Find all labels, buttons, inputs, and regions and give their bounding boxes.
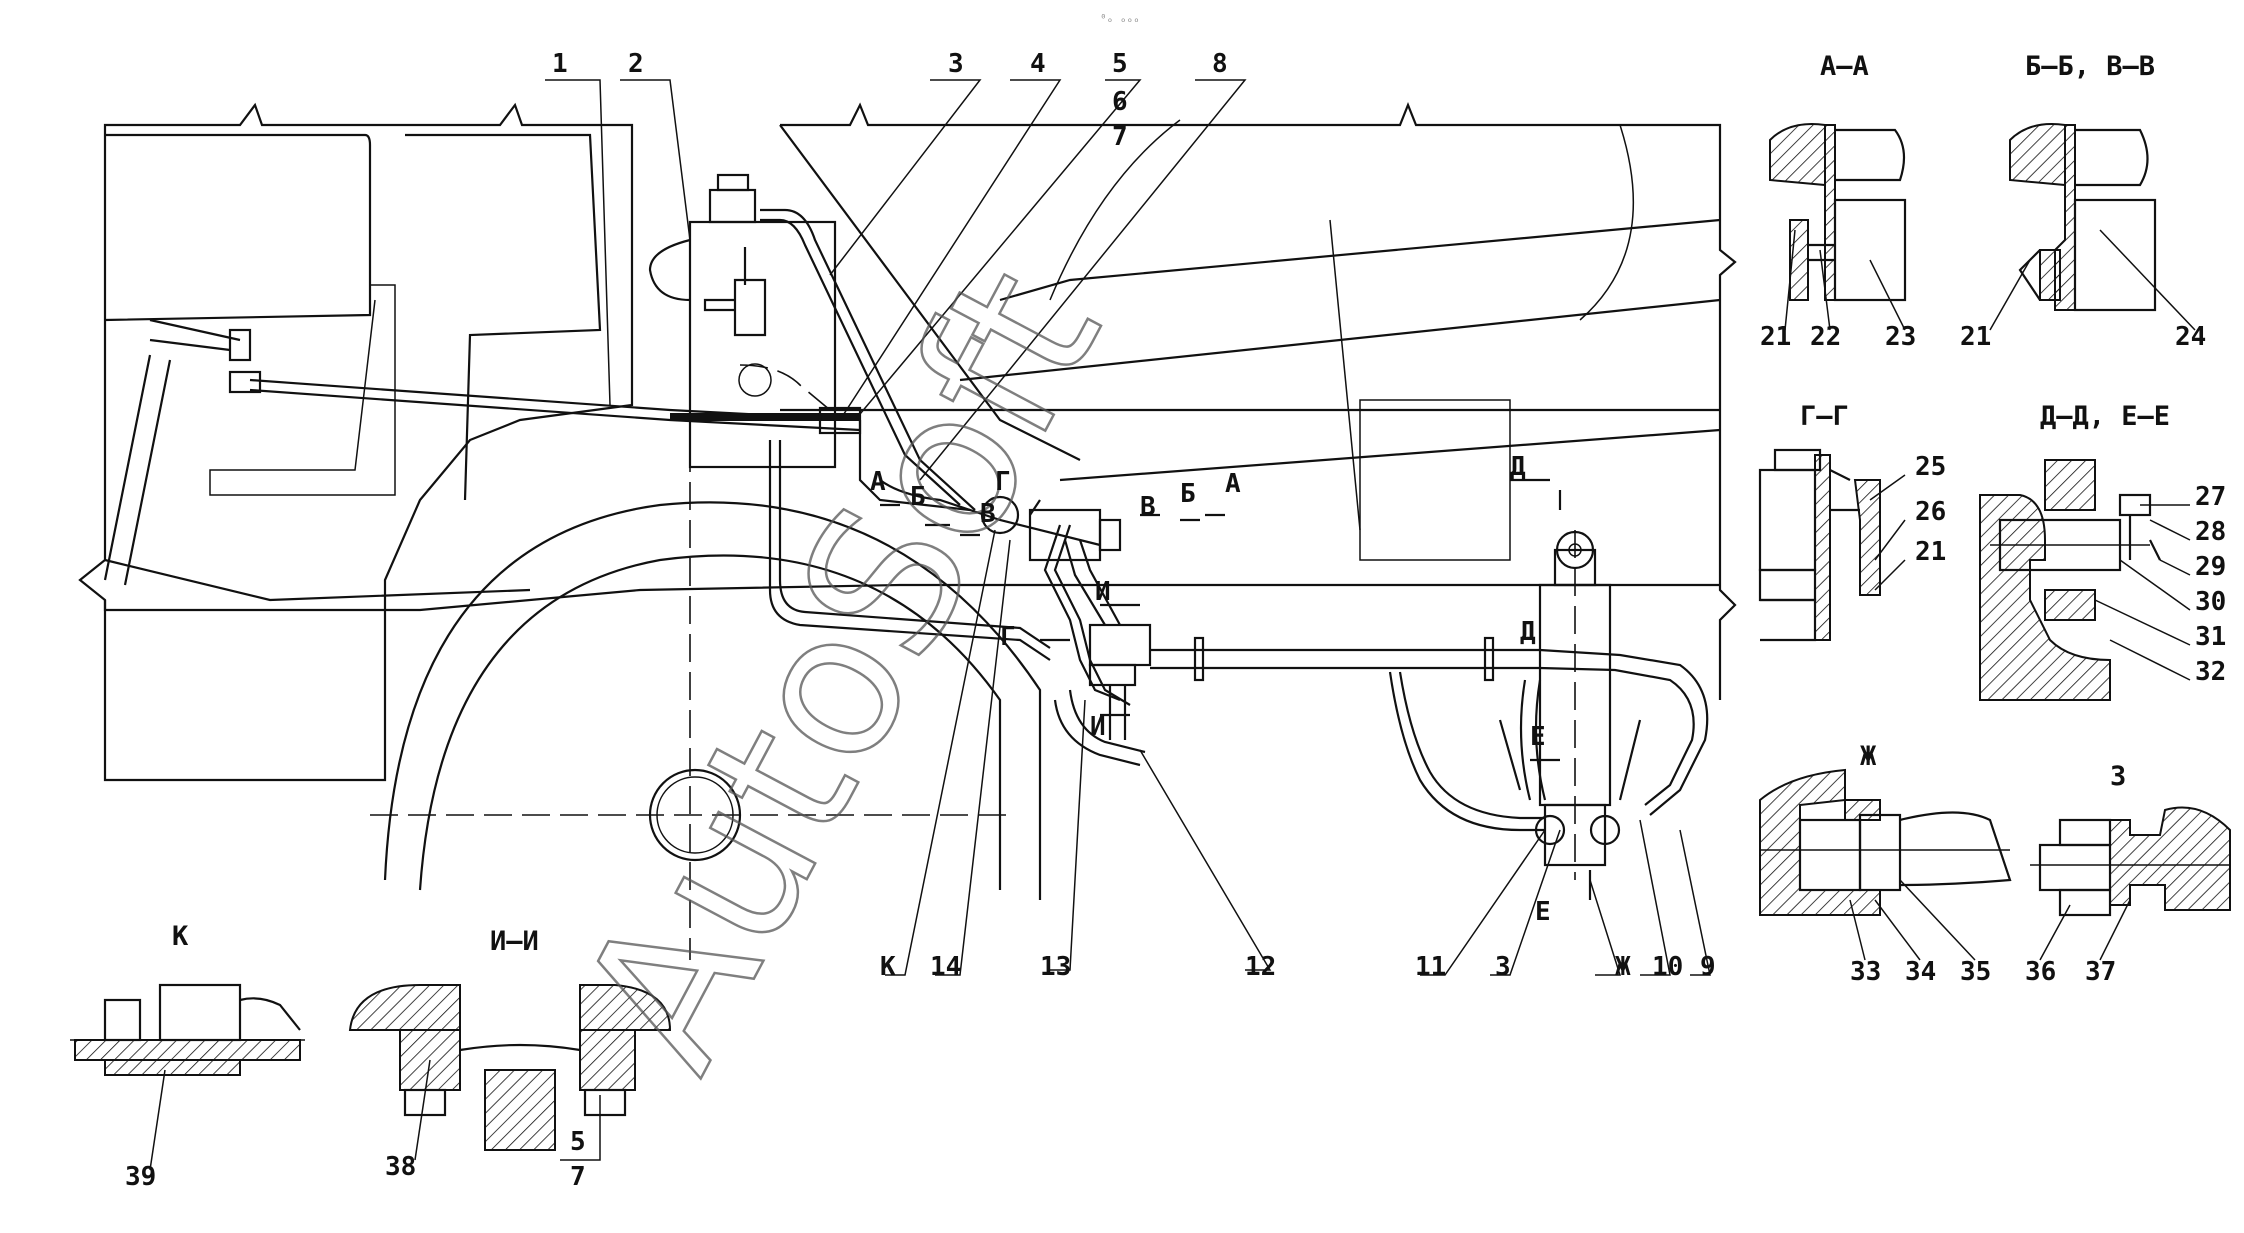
callout-33: 33 (1850, 957, 1881, 987)
callout-9: 9 (1700, 952, 1716, 982)
cut-b1: Б (910, 482, 926, 512)
callout-2: 2 (628, 49, 644, 79)
callout-5: 5 (1112, 49, 1128, 79)
callout-25: 25 (1915, 452, 1946, 482)
cut-a1: А (870, 467, 886, 497)
callout-38: 38 (385, 1152, 416, 1182)
callout-27: 27 (2195, 482, 2226, 512)
callout-28: 28 (2195, 517, 2226, 547)
callout-32: 32 (2195, 657, 2226, 687)
callout-7: 7 (1112, 122, 1128, 152)
callout-39: 39 (125, 1162, 156, 1192)
main-view (78, 102, 1737, 960)
section-ii (348, 984, 672, 1151)
callout-31: 31 (2195, 622, 2226, 652)
section-leaders (149, 229, 2196, 1171)
callout-8: 8 (1212, 49, 1228, 79)
callout-k: К (880, 952, 896, 982)
callout-37: 37 (2085, 957, 2116, 987)
callout-21a: 21 (1760, 322, 1791, 352)
cut-g1: Г (995, 467, 1011, 497)
callout-36: 36 (2025, 957, 2056, 987)
callout-12: 12 (1245, 952, 1276, 982)
cut-g2: Г (1000, 622, 1016, 652)
callout-4: 4 (1030, 49, 1046, 79)
callout-11: 11 (1415, 952, 1446, 982)
callout-30: 30 (2195, 587, 2226, 617)
callout-13: 13 (1040, 952, 1071, 982)
callout-6: 6 (1112, 87, 1128, 117)
callout-29: 29 (2195, 552, 2226, 582)
title-bb-vv: Б–Б, В–В (2025, 51, 2155, 82)
cut-e2: Е (1535, 897, 1551, 927)
cut-e1: Е (1530, 722, 1546, 752)
callout-21b: 21 (1960, 322, 1991, 352)
header-mark: ⁰ₒ ₒₒₒ (1100, 12, 1140, 25)
callout-22: 22 (1810, 322, 1841, 352)
callout-5b: 5 (570, 1127, 586, 1157)
callout-zh: Ж (1615, 952, 1631, 982)
section-gg (1758, 448, 1881, 642)
callout-35: 35 (1960, 957, 1991, 987)
section-k (70, 983, 305, 1076)
section-titles: А–А Б–Б, В–В Г–Г Д–Д, Е–Е Ж З К И–И (172, 51, 2170, 957)
callout-14: 14 (930, 952, 961, 982)
cut-i2: И (1090, 712, 1106, 742)
cut-a2: А (1225, 469, 1241, 499)
callout-7b: 7 (570, 1162, 586, 1192)
section-dd-ee (1979, 459, 2161, 701)
leader-lines (545, 79, 1711, 976)
section-z (2030, 806, 2231, 917)
callout-24: 24 (2175, 322, 2206, 352)
callout-1: 1 (552, 49, 568, 79)
callout-labels: 1 2 3 4 5 6 7 8 9 10 11 12 13 14 3 К Ж 2… (125, 49, 2226, 1192)
cut-b2: Б (1180, 479, 1196, 509)
cut-d1: Д (1510, 452, 1526, 482)
title-dd-ee: Д–Д, Е–Е (2040, 401, 2170, 432)
callout-26: 26 (1915, 497, 1946, 527)
cut-d2: Д (1520, 617, 1536, 647)
callout-23: 23 (1885, 322, 1916, 352)
title-zh: Ж (1860, 741, 1877, 772)
title-ii: И–И (490, 926, 539, 957)
cut-v2: В (1140, 492, 1156, 522)
callout-3: 3 (948, 49, 964, 79)
callout-21c: 21 (1915, 537, 1946, 567)
cut-v1: В (980, 499, 996, 529)
section-bb-vv (2009, 123, 2157, 312)
callout-10: 10 (1652, 952, 1683, 982)
title-aa: А–А (1820, 51, 1869, 82)
title-z: З (2110, 761, 2126, 792)
section-zh (1759, 768, 2012, 916)
callout-34: 34 (1905, 957, 1936, 987)
callout-3b: 3 (1495, 952, 1511, 982)
cut-mark-labels: А Б В Г В Б А Д Д Е Е Г И И (870, 452, 1551, 927)
title-gg: Г–Г (1800, 401, 1849, 432)
cut-i1: И (1095, 577, 1111, 607)
title-k: К (172, 921, 189, 952)
